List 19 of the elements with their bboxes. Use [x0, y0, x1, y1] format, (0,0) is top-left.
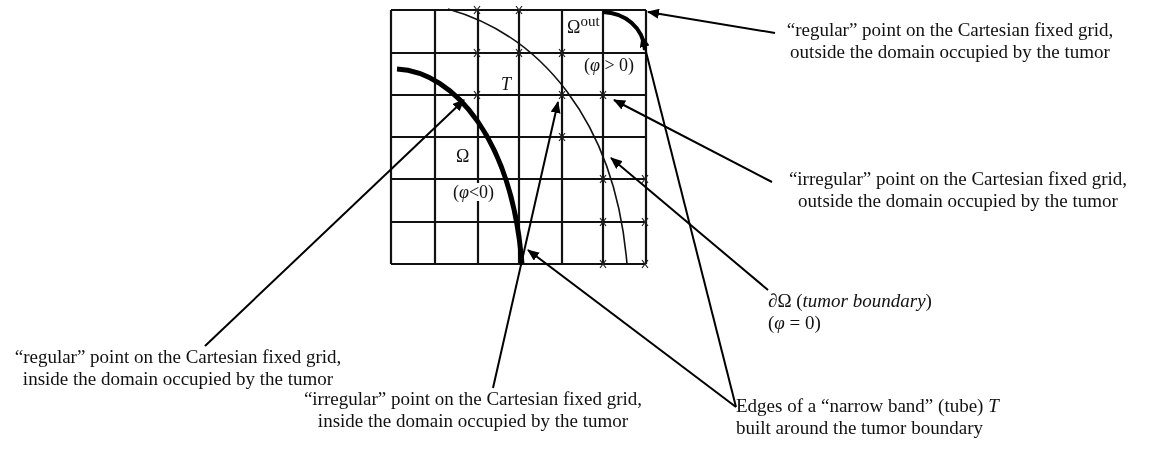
math-label: (φ > 0)	[583, 56, 636, 74]
annotation-text: “irregular” point on the Cartesian fixed grid, inside the domain occupied by the tumor	[302, 388, 644, 433]
annotation-text: “regular” point on the Cartesian fixed grid, inside the domain occupied by the tumor	[13, 346, 343, 391]
leader-line	[527, 249, 737, 408]
leader-line	[204, 99, 465, 347]
leader-line	[647, 8, 776, 34]
math-label: T	[500, 75, 512, 93]
leader-line	[639, 35, 737, 408]
math-label: (φ<0)	[452, 183, 496, 201]
math-label: Ω	[455, 147, 471, 165]
leader-line	[610, 157, 769, 291]
annotation-text: Edges of a “narrow band” (tube) T built around the tumor boundary	[736, 395, 1001, 440]
annotation-text: ∂Ω (tumor boundary)	[768, 290, 933, 313]
annotation-text: “irregular” point on the Cartesian fixed grid, outside the domain occupied by the tumor	[787, 168, 1129, 213]
annotation-text: (φ = 0)	[768, 312, 822, 335]
leader-line	[613, 99, 773, 183]
annotation-text: “regular” point on the Cartesian fixed grid, outside the domain occupied by the tumor	[785, 19, 1115, 64]
math-label: Ω$^{out}$	[566, 14, 601, 36]
leader-line	[492, 101, 561, 389]
